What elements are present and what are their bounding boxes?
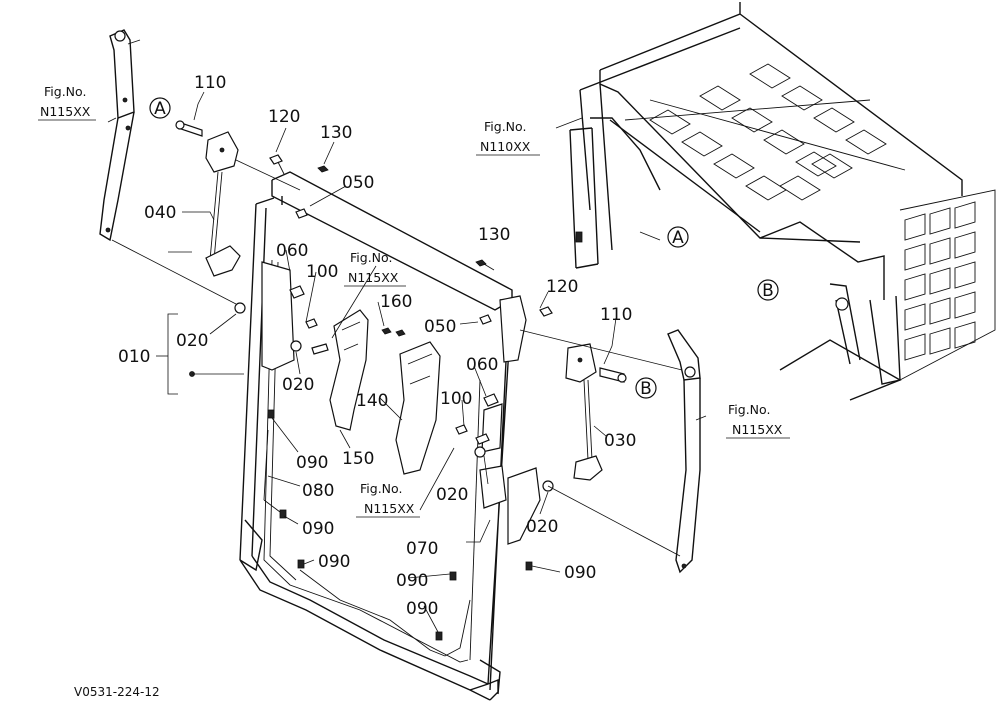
- drawing-code: V0531-224-12: [74, 685, 160, 699]
- marker-b-right: B: [635, 377, 657, 399]
- fig-ref-number: N115XX: [348, 270, 399, 285]
- callout-160: 160: [380, 292, 412, 312]
- cover-150: [329, 309, 369, 431]
- callout-020-b: 020: [282, 375, 314, 395]
- callout-120-left: 120: [268, 107, 300, 127]
- fig-ref-label: Fig.No.: [728, 402, 770, 417]
- door-frame: [239, 171, 527, 701]
- callout-060-left: 060: [276, 241, 308, 261]
- left-lock-assembly: [175, 120, 241, 277]
- left-hinge-arm: [99, 29, 141, 242]
- callout-130-right: 130: [478, 225, 510, 245]
- callout-120-right: 120: [546, 277, 578, 297]
- callout-060-right: 060: [466, 355, 498, 375]
- cover-140: [395, 341, 441, 475]
- callout-100-right: 100: [440, 389, 472, 409]
- callout-020-d: 020: [526, 517, 558, 537]
- callout-090-d: 090: [396, 571, 428, 591]
- callout-090-c: 090: [318, 552, 350, 572]
- callout-050-left: 050: [342, 173, 374, 193]
- fasteners: [234, 154, 554, 641]
- leader-lines: [107, 91, 707, 633]
- fig-ref-number: N110XX: [480, 139, 531, 154]
- callout-150: 150: [342, 449, 374, 469]
- callout-050-right: 050: [424, 317, 456, 337]
- callout-010: 010: [118, 347, 150, 367]
- fig-ref-left-top: Fig.No. N115XX: [38, 84, 96, 121]
- callout-090-a: 090: [296, 453, 328, 473]
- svg-text:B: B: [640, 379, 652, 399]
- fig-ref-roof: Fig.No. N110XX: [476, 119, 540, 156]
- marker-a-left: A: [149, 97, 171, 119]
- fig-ref-right: Fig.No. N115XX: [726, 402, 790, 439]
- callout-040: 040: [144, 203, 176, 223]
- part-callouts: 110 120 130 050 040 060 100 160 020 010 …: [118, 73, 636, 619]
- callout-110-right: 110: [600, 305, 632, 325]
- callout-110-left: 110: [194, 73, 226, 93]
- right-lock-assembly: [565, 343, 627, 481]
- roof-grid: [649, 63, 887, 201]
- svg-text:A: A: [672, 228, 684, 248]
- fig-ref-label: Fig.No.: [484, 119, 526, 134]
- callout-030: 030: [604, 431, 636, 451]
- fig-ref-label: Fig.No.: [44, 84, 86, 99]
- callout-090-b: 090: [302, 519, 334, 539]
- callout-090-e: 090: [564, 563, 596, 583]
- callout-070: 070: [406, 539, 438, 559]
- fig-ref-lower: Fig.No. N115XX: [356, 481, 420, 518]
- fig-ref-number: N115XX: [40, 104, 91, 119]
- callout-140: 140: [356, 391, 388, 411]
- callout-100-left: 100: [306, 262, 338, 282]
- fig-ref-center: Fig.No. N115XX: [344, 250, 406, 287]
- callout-090-f: 090: [406, 599, 438, 619]
- svg-text:B: B: [762, 281, 774, 301]
- callout-020-c: 020: [436, 485, 468, 505]
- marker-b-roof: B: [757, 279, 779, 301]
- fig-ref-number: N115XX: [364, 501, 415, 516]
- callout-130-left: 130: [320, 123, 352, 143]
- callout-020-a: 020: [176, 331, 208, 351]
- cab-roof-frame: [569, 2, 996, 401]
- right-hinge-arm: [667, 329, 701, 574]
- svg-text:A: A: [154, 99, 166, 119]
- callout-080: 080: [302, 481, 334, 501]
- fig-ref-label: Fig.No.: [350, 250, 392, 265]
- fig-ref-label: Fig.No.: [360, 481, 402, 496]
- fig-ref-number: N115XX: [732, 422, 783, 437]
- marker-a-roof: A: [667, 226, 689, 248]
